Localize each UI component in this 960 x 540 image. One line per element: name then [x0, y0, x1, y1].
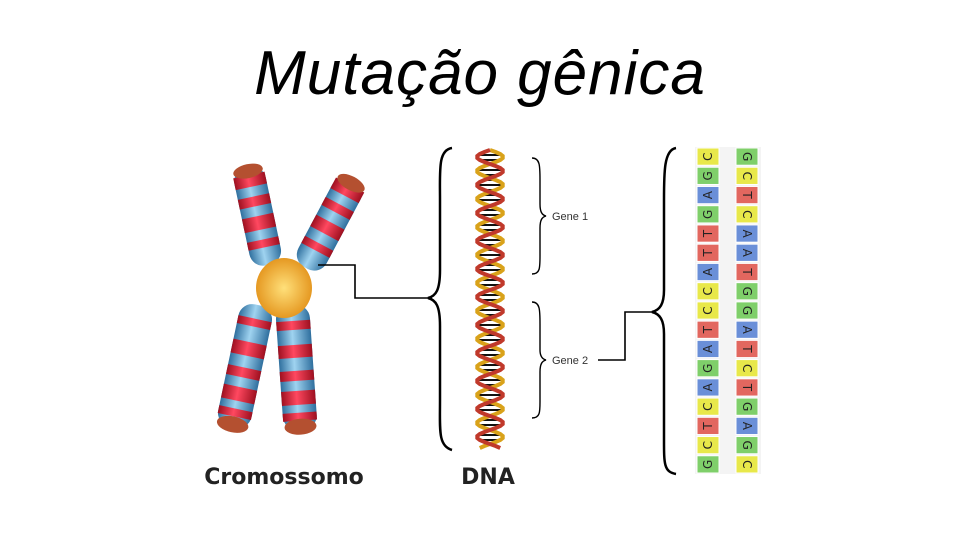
- base-cell-A: [735, 416, 759, 436]
- base-letter: C: [701, 402, 715, 410]
- gene1-label: Gene 1: [552, 211, 588, 223]
- chromosome-arm-lower-right: [275, 304, 318, 435]
- base-cell-T: [696, 320, 720, 339]
- base-letter: G: [740, 402, 754, 411]
- chromosome-arm-upper-left: [233, 163, 282, 266]
- base-cell-C: [696, 397, 720, 416]
- chromosome-arm-upper-right: [296, 173, 365, 271]
- dna-backbone-strand: [475, 148, 505, 450]
- base-letter: A: [740, 326, 754, 335]
- base-cell-G: [735, 397, 759, 416]
- base-letter: C: [701, 306, 715, 314]
- base-letter: T: [740, 267, 754, 276]
- base-letter: C: [701, 152, 715, 160]
- gene2-brace: [531, 301, 547, 419]
- connector-gene-sequence: [598, 311, 652, 361]
- base-letter: A: [740, 249, 754, 258]
- base-letter: G: [740, 440, 754, 449]
- gene1-brace: [531, 157, 547, 275]
- connector-chromosome-dna: [318, 264, 432, 299]
- base-letter: A: [740, 422, 754, 431]
- base-cell-G: [735, 282, 759, 301]
- gene2-label: Gene 2: [552, 355, 588, 367]
- base-letter: A: [701, 267, 715, 276]
- base-letter: C: [740, 364, 754, 372]
- centromere: [256, 258, 312, 318]
- base-letter: G: [701, 364, 715, 373]
- base-cell-C: [696, 436, 720, 455]
- base-letter: A: [740, 229, 754, 238]
- dna-label: DNA: [461, 465, 515, 490]
- base-letter: G: [740, 306, 754, 315]
- base-cell-A: [735, 243, 759, 262]
- base-cell-C: [696, 147, 720, 166]
- base-letter: T: [701, 248, 715, 257]
- base-letter: C: [740, 210, 754, 218]
- base-cell-A: [735, 224, 759, 243]
- base-cell-A: [696, 185, 720, 205]
- base-letter: A: [701, 344, 715, 353]
- base-cell-T: [735, 378, 759, 397]
- base-cell-C: [735, 359, 759, 378]
- base-cell-A: [735, 320, 759, 339]
- base-letter: T: [740, 344, 754, 353]
- base-cell-A: [696, 262, 720, 282]
- base-letter: C: [701, 287, 715, 295]
- base-cell-G: [735, 147, 759, 166]
- base-letter: C: [740, 460, 754, 468]
- chromosome: [216, 163, 365, 435]
- base-cell-C: [696, 301, 720, 320]
- base-letter: A: [701, 190, 715, 199]
- base-letter: T: [740, 190, 754, 199]
- dna-backbone-strand: [475, 148, 505, 450]
- base-cell-G: [696, 455, 720, 474]
- base-cell-G: [735, 436, 759, 455]
- base-letter: G: [740, 287, 754, 296]
- base-cell-G: [696, 205, 720, 224]
- dna-helix: [475, 148, 505, 450]
- base-letter: C: [740, 172, 754, 180]
- dna-brace: [427, 146, 453, 452]
- chromosome-arm-lower-left: [216, 304, 273, 433]
- base-cell-G: [696, 166, 720, 185]
- chromosome-label: Cromossomo: [204, 465, 364, 490]
- base-cell-C: [735, 205, 759, 224]
- base-cell-C: [735, 455, 759, 474]
- base-cell-C: [735, 166, 759, 185]
- base-cell-T: [735, 262, 759, 282]
- base-letter: A: [701, 383, 715, 392]
- base-cell-T: [696, 243, 720, 262]
- base-letter: G: [740, 152, 754, 161]
- base-letter: G: [701, 460, 715, 469]
- base-cell-C: [696, 282, 720, 301]
- base-cell-T: [696, 224, 720, 243]
- base-cell-T: [735, 185, 759, 205]
- base-letter: T: [701, 229, 715, 238]
- sequence-brace: [651, 146, 677, 476]
- base-letter: C: [701, 441, 715, 449]
- base-cell-T: [735, 339, 759, 359]
- base-cell-G: [735, 301, 759, 320]
- base-letter: T: [740, 383, 754, 392]
- base-cell-A: [696, 339, 720, 359]
- base-letter: G: [701, 171, 715, 180]
- base-letter: T: [701, 325, 715, 334]
- base-letter: T: [701, 422, 715, 431]
- base-letter: G: [701, 210, 715, 219]
- page-title: Mutação gênica: [254, 39, 706, 108]
- base-cell-G: [696, 359, 720, 378]
- base-cell-T: [696, 416, 720, 436]
- base-cell-A: [696, 378, 720, 397]
